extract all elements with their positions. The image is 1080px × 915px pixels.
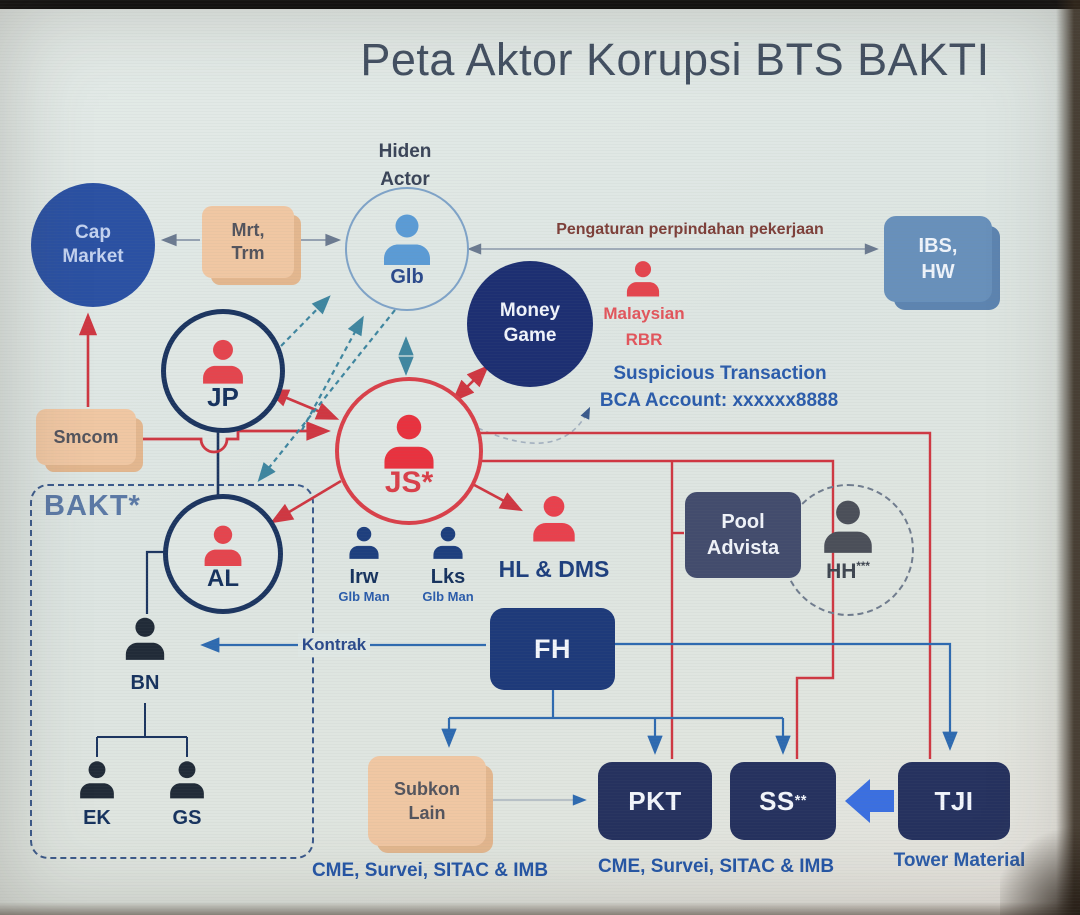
node-hl-dms-label: HL & DMS xyxy=(498,556,610,582)
node-irw-label: Irw xyxy=(349,566,379,588)
gray-connectors xyxy=(160,233,879,806)
node-irw-sub: Glb Man xyxy=(338,589,390,604)
person-icon-glb xyxy=(377,210,437,270)
curve-js-bca xyxy=(477,406,591,444)
line-al-bn xyxy=(145,550,166,614)
arrow-fh-tji xyxy=(615,642,958,751)
node-ek-label: EK xyxy=(83,807,111,829)
photo-edge-bottom xyxy=(0,902,1080,915)
node-cap-market: Cap Market xyxy=(31,183,155,307)
node-ek: EK xyxy=(71,758,123,830)
person-icon-js xyxy=(377,410,441,474)
node-gs: GS xyxy=(161,758,213,830)
person-icon-lks xyxy=(429,524,467,562)
node-lks: Lks Glb Man xyxy=(419,524,477,604)
node-lks-sub: Glb Man xyxy=(422,589,474,604)
person-icon-malaysian-rbr xyxy=(622,258,664,300)
node-lks-label: Lks xyxy=(430,566,466,588)
arrow-js-glb-diagonal xyxy=(301,315,364,431)
rbr-label: RBR xyxy=(625,330,663,349)
node-ibs-hw: IBS, HW xyxy=(884,216,992,302)
node-al: AL xyxy=(163,494,283,614)
node-bn-label: BN xyxy=(130,672,160,694)
photo-edge-top xyxy=(0,0,1080,9)
node-hh: HH*** xyxy=(810,496,886,584)
node-ss: SS** xyxy=(730,762,836,840)
node-tji: TJI xyxy=(898,762,1010,840)
person-icon-hl-dms xyxy=(527,492,581,546)
person-icon-hh xyxy=(817,496,879,558)
node-mrt-trm: Mrt, Trm xyxy=(202,206,294,278)
node-pool-advista: Pool Advista xyxy=(685,492,801,578)
node-js-label: JS* xyxy=(384,466,434,499)
node-bn: BN xyxy=(117,614,173,695)
person-icon-irw xyxy=(345,524,383,562)
node-al-label: AL xyxy=(207,564,239,592)
arrow-js-moneygame xyxy=(451,364,490,403)
red-arrows xyxy=(78,312,932,759)
person-icon-gs xyxy=(165,758,209,802)
node-irw: Irw Glb Man xyxy=(335,524,393,604)
bakti-group-label: BAKT* xyxy=(44,490,141,522)
photo-corner-shadow xyxy=(1000,820,1080,915)
line-js-ss xyxy=(473,459,835,759)
page-title: Peta Aktor Korupsi BTS BAKTI xyxy=(360,34,990,85)
cme-label-center: CME, Survei, SITAC & IMB xyxy=(597,856,835,877)
malaysian-label: Malaysian xyxy=(603,304,685,323)
kontrak-label: Kontrak xyxy=(298,633,370,657)
navy-structure-lines xyxy=(96,423,220,757)
tower-material-label: Tower Material xyxy=(893,850,1026,871)
node-pkt: PKT xyxy=(598,762,712,840)
node-hh-label: HH*** xyxy=(826,560,870,583)
suspicious-transaction-label: Suspicious Transaction xyxy=(613,363,827,384)
node-gs-label: GS xyxy=(172,807,202,829)
arrow-smcom-js xyxy=(137,421,331,454)
node-money-game: Money Game xyxy=(467,261,593,387)
person-icon-jp xyxy=(197,336,249,388)
node-fh: FH xyxy=(490,608,615,690)
pengaturan-label: Pengaturan perpindahan pekerjaan xyxy=(556,221,824,238)
arrow-jp-js xyxy=(265,389,340,420)
node-jp-label: JP xyxy=(207,381,239,412)
person-icon-bn xyxy=(120,614,170,664)
cme-label-left: CME, Survei, SITAC & IMB xyxy=(311,860,549,881)
node-js: JS* xyxy=(335,377,483,525)
line-fh-branch xyxy=(449,690,783,720)
fat-arrow-tji-ss xyxy=(845,779,894,823)
line-bn-ekgs xyxy=(96,703,188,757)
person-icon-ek xyxy=(75,758,119,802)
person-icon-al xyxy=(199,522,247,570)
node-hl-dms: HL & DMS xyxy=(489,492,619,583)
bakti-group-outline xyxy=(30,484,314,859)
arrow-glb-bakti xyxy=(257,309,396,483)
node-jp: JP xyxy=(161,309,285,433)
photo-edge-right xyxy=(1056,0,1080,915)
node-smcom: Smcom xyxy=(36,409,136,465)
hidden-actor-caption: Hiden Actor xyxy=(378,141,432,190)
arrow-js-al xyxy=(270,479,342,524)
node-glb: Glb xyxy=(345,187,469,311)
bca-account-label: BCA Account: xxxxxx8888 xyxy=(599,390,839,411)
node-subkon-lain: Subkon Lain xyxy=(368,756,486,846)
line-js-tji xyxy=(474,431,932,759)
node-glb-label: Glb xyxy=(390,265,424,288)
